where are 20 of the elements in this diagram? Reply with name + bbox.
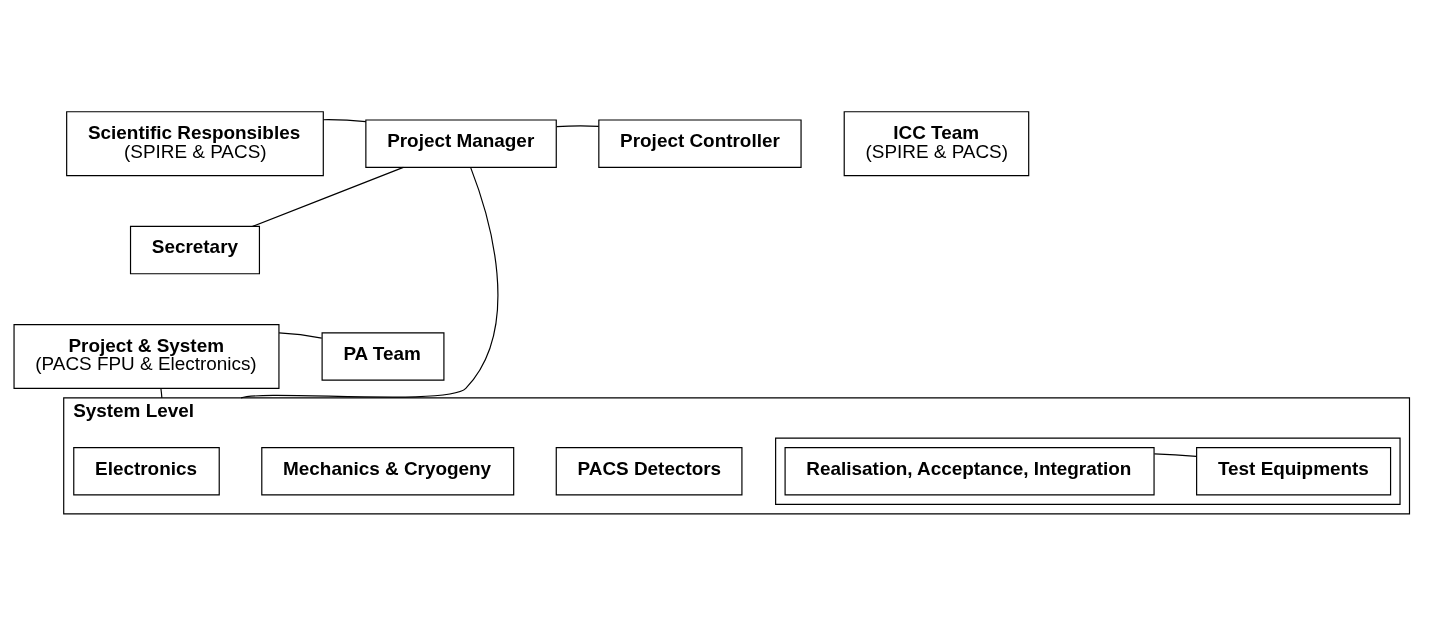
connector [252,166,404,227]
cluster [775,437,1401,505]
node-box: Electronics [73,447,220,496]
node-box: ICC Team (SPIRE & PACS) [843,111,1030,177]
node-box: Project & System (PACS FPU & Electronics) [13,324,280,390]
connector [322,119,367,123]
connector [278,332,323,339]
node-box: Scientific Responsibles (SPIRE & PACS) [66,111,324,177]
node-box: PACS Detectors [555,447,743,496]
connector [556,125,600,128]
node-box: PA Team [321,332,445,381]
node-box: Project Controller [598,119,802,168]
connector [160,388,163,399]
node-box: Mechanics & Cryogeny [261,447,515,496]
node-box: Realisation, Acceptance, Integration [784,447,1155,496]
node-box: Secretary [129,225,260,275]
connector [240,166,499,399]
node-box: Test Equipments [1196,447,1392,496]
connector [1153,453,1197,457]
node-box: Project Manager [365,119,557,168]
